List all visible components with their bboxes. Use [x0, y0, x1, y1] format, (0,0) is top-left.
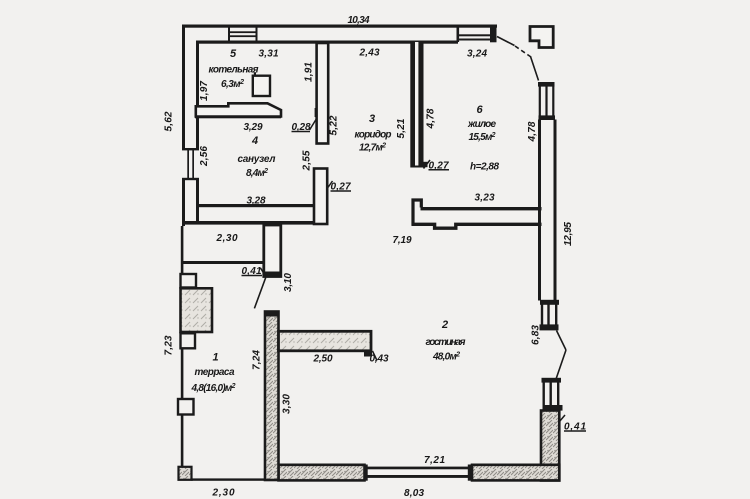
- svg-text:жилое: жилое: [467, 119, 496, 130]
- svg-text:0,41: 0,41: [564, 422, 586, 433]
- svg-text:8,03: 8,03: [404, 488, 424, 499]
- svg-text:2,50: 2,50: [313, 354, 333, 365]
- svg-text:0,28: 0,28: [292, 122, 311, 133]
- svg-text:коридор: коридор: [355, 130, 392, 141]
- svg-text:6,3м2: 6,3м2: [221, 79, 244, 90]
- svg-text:15,5м2: 15,5м2: [469, 132, 496, 143]
- svg-text:3,30: 3,30: [282, 394, 293, 414]
- svg-text:гостиная: гостиная: [426, 337, 466, 348]
- svg-text:0,27: 0,27: [331, 182, 351, 193]
- svg-text:3,29: 3,29: [244, 122, 263, 133]
- svg-text:1,97: 1,97: [199, 81, 210, 101]
- svg-text:0,41: 0,41: [242, 266, 262, 277]
- svg-text:7,19: 7,19: [393, 235, 412, 246]
- svg-text:6,83: 6,83: [531, 325, 542, 345]
- svg-text:0,43: 0,43: [370, 354, 389, 365]
- svg-text:7,24: 7,24: [252, 350, 263, 370]
- svg-text:1: 1: [212, 352, 218, 364]
- svg-text:8,4м2: 8,4м2: [246, 168, 268, 179]
- svg-text:2,30: 2,30: [212, 488, 235, 499]
- svg-text:h=2,88: h=2,88: [470, 162, 499, 173]
- svg-text:3,31: 3,31: [259, 49, 279, 60]
- svg-text:5,62: 5,62: [164, 111, 175, 131]
- svg-text:7,23: 7,23: [164, 335, 175, 355]
- svg-text:3,10: 3,10: [283, 273, 294, 292]
- svg-text:5,21: 5,21: [396, 118, 407, 138]
- svg-text:12,7м2: 12,7м2: [359, 143, 386, 154]
- svg-text:48,0м2: 48,0м2: [432, 352, 460, 363]
- svg-text:2,30: 2,30: [216, 233, 238, 244]
- svg-text:0,27: 0,27: [429, 161, 449, 172]
- svg-text:2,55: 2,55: [302, 150, 313, 171]
- svg-text:4,78: 4,78: [527, 121, 538, 142]
- svg-text:2: 2: [441, 319, 448, 331]
- svg-text:4,78: 4,78: [426, 108, 437, 129]
- svg-text:3,23: 3,23: [475, 193, 495, 204]
- svg-text:котельная: котельная: [209, 65, 259, 76]
- svg-text:6: 6: [476, 104, 483, 116]
- svg-text:3,24: 3,24: [467, 49, 487, 60]
- svg-text:2,43: 2,43: [359, 48, 380, 59]
- svg-text:3: 3: [369, 113, 375, 125]
- svg-text:4,8(16,0)м2: 4,8(16,0)м2: [191, 383, 236, 394]
- svg-text:12,95: 12,95: [563, 222, 574, 246]
- svg-text:терраса: терраса: [195, 367, 235, 378]
- svg-text:10,34: 10,34: [348, 15, 370, 26]
- svg-text:санузел: санузел: [238, 154, 277, 165]
- svg-text:2,56: 2,56: [199, 146, 210, 167]
- svg-text:4: 4: [251, 135, 258, 147]
- svg-text:3,28: 3,28: [247, 196, 266, 207]
- svg-text:7,21: 7,21: [424, 455, 445, 466]
- svg-text:5,22: 5,22: [329, 115, 340, 135]
- svg-text:5: 5: [230, 48, 237, 60]
- svg-text:1,91: 1,91: [304, 62, 315, 82]
